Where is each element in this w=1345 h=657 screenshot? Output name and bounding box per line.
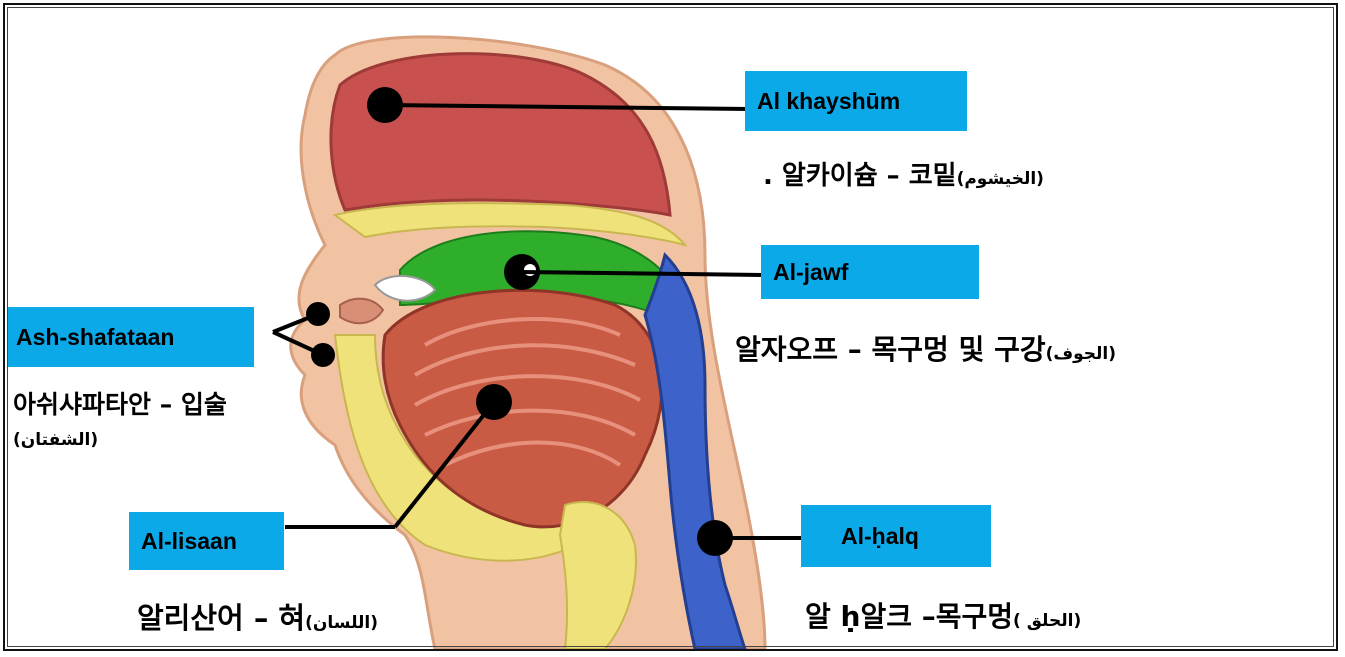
label-text: Al-jawf	[773, 259, 848, 286]
desc-arabic: (الجوف)	[1046, 344, 1116, 364]
diagram-frame: Al khayshūm . 알카이슘 – 코밑(الخيشوم) Al-jawf…	[3, 3, 1338, 651]
label-al-halq: Al-ḥalq	[801, 505, 991, 567]
label-al-lisaan: Al-lisaan	[129, 512, 284, 570]
desc-arabic: ( الحلق)	[1013, 611, 1081, 631]
desc-arabic: (اللسان)	[305, 613, 378, 633]
label-al-jawf: Al-jawf	[761, 245, 979, 299]
desc-text: 알자오프 – 목구멍 및 구강	[735, 333, 1046, 366]
desc-al-khayshum: . 알카이슘 – 코밑(الخيشوم)	[763, 155, 1044, 192]
label-al-khayshum: Al khayshūm	[745, 71, 967, 131]
desc-al-lisaan: 알리산어 – 혀(اللسان)	[137, 595, 378, 637]
desc-text: . 알카이슘 – 코밑	[763, 161, 957, 191]
label-text: Al-ḥalq	[841, 523, 919, 550]
desc-text: 아쉬샤파타안 – 입술	[13, 390, 227, 419]
desc-arabic: (الشفتان)	[13, 430, 98, 450]
desc-text: 알 ḥ알크 –목구멍	[805, 600, 1013, 633]
label-text: Al-lisaan	[141, 528, 237, 555]
label-ash-shafataan: Ash-shafataan	[8, 307, 254, 367]
label-text: Al khayshūm	[757, 88, 900, 115]
desc-arabic: (الخيشوم)	[957, 169, 1044, 189]
desc-ash-shafataan: 아쉬샤파타안 – 입술	[13, 385, 227, 421]
desc-al-halq: 알 ḥ알크 –목구멍( الحلق)	[805, 595, 1081, 635]
desc-al-jawf: 알자오프 – 목구멍 및 구강(الجوف)	[735, 328, 1116, 368]
desc-ash-shafataan-arabic: (الشفتان)	[13, 430, 98, 450]
label-text: Ash-shafataan	[16, 324, 174, 351]
desc-text: 알리산어 – 혀	[137, 601, 305, 635]
